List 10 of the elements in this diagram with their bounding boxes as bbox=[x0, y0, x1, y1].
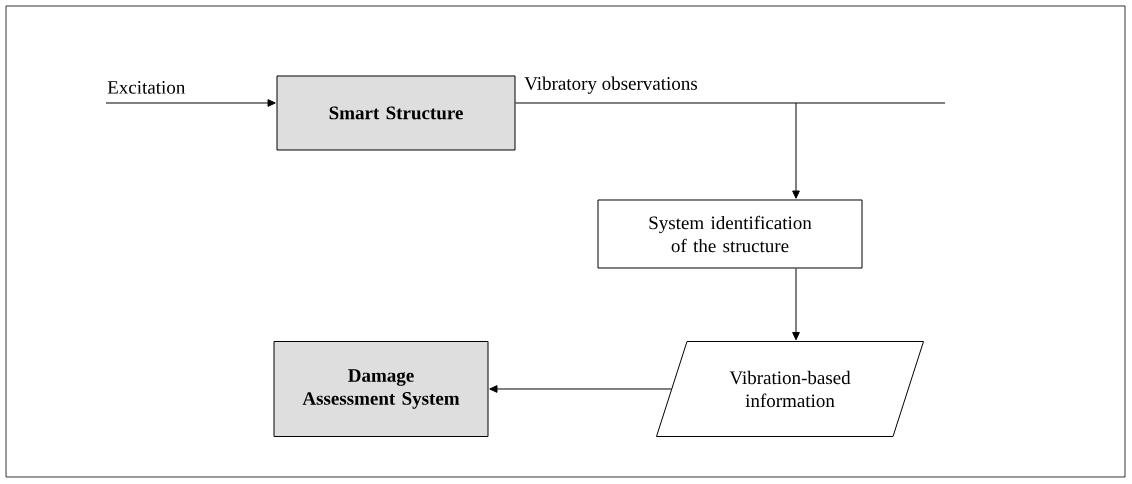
arrow bbox=[489, 385, 672, 393]
arrow bbox=[792, 268, 800, 341]
process-box: Damage Assessment System bbox=[273, 341, 489, 437]
data-parallelogram: Vibration-based information bbox=[656, 341, 924, 437]
process-box: System identification of the structure bbox=[597, 199, 863, 269]
arrow bbox=[105, 99, 276, 107]
process-box: Smart Structure bbox=[276, 75, 516, 151]
edge-label: Vibratory observations bbox=[524, 76, 698, 94]
arrow bbox=[515, 102, 946, 199]
edge-label: Excitation bbox=[107, 81, 186, 94]
